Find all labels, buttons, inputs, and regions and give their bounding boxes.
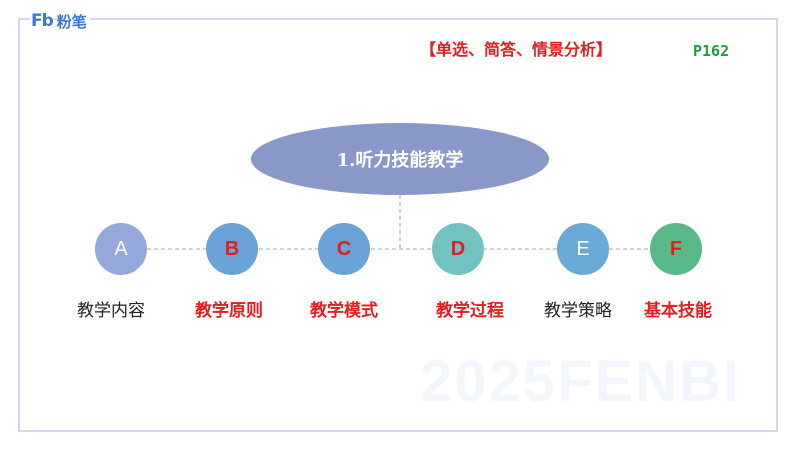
node-a-label: 教学内容 bbox=[77, 301, 145, 321]
node-e-circle: E bbox=[557, 223, 609, 275]
node-d-circle: D bbox=[432, 223, 484, 275]
node-b-label: 教学原则 bbox=[195, 301, 263, 321]
page-reference: P162 bbox=[693, 42, 730, 60]
logo-mark: Fb bbox=[30, 11, 54, 31]
question-type-tag: 【单选、简答、情景分析】 bbox=[420, 40, 613, 59]
root-topic-ellipse: 1.听力技能教学 bbox=[251, 123, 549, 195]
node-f-circle: F bbox=[650, 223, 702, 275]
node-b-circle: B bbox=[206, 223, 258, 275]
node-c-circle: C bbox=[318, 223, 370, 275]
watermark: 2025FENBI bbox=[420, 349, 742, 414]
node-e-label: 教学策略 bbox=[544, 301, 612, 321]
root-topic-label: 1.听力技能教学 bbox=[336, 150, 464, 171]
node-d-label: 教学过程 bbox=[436, 301, 504, 321]
node-a-circle: A bbox=[95, 223, 147, 275]
node-f-label: 基本技能 bbox=[644, 301, 712, 321]
fenbi-logo: Fb 粉笔 bbox=[30, 10, 90, 32]
logo-text: 粉笔 bbox=[56, 10, 90, 32]
node-c-label: 教学模式 bbox=[310, 301, 378, 321]
slide-frame bbox=[18, 18, 778, 432]
